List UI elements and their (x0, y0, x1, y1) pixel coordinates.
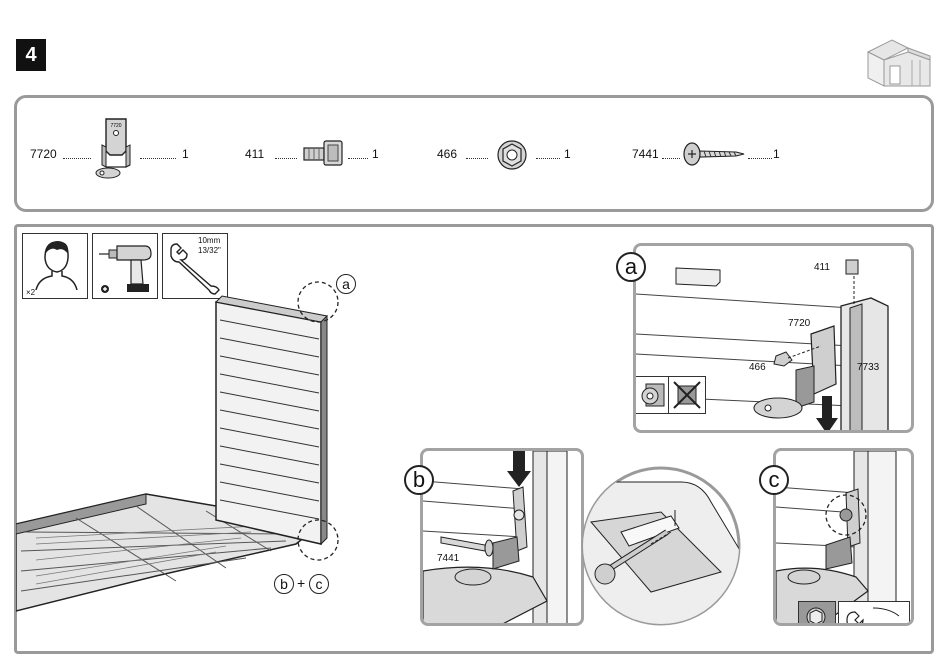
bracket-icon: 7720 (92, 115, 140, 183)
flange-nut-icon (495, 139, 529, 171)
square-nut-bolt-icon (300, 138, 346, 168)
detail-a-panel: 411 7720 466 7733 (633, 243, 914, 433)
part-number-466: 466 (437, 147, 457, 161)
part-number-411: 411 (245, 147, 264, 161)
callout-a: a (616, 252, 646, 282)
parts-list-panel (14, 95, 934, 212)
detail-b-illustration (423, 451, 584, 626)
nut-incorrect-icon (672, 380, 702, 410)
screw-icon (682, 140, 746, 168)
nut-correct-inset (634, 376, 672, 414)
detail-c-illustration (776, 451, 914, 626)
callout-c: c (759, 465, 789, 495)
wrench-icon (843, 606, 907, 626)
label-part-7441: 7441 (437, 553, 459, 564)
nut-incorrect-inset (668, 376, 706, 414)
callout-b: b (404, 465, 434, 495)
callout-a-small: a (336, 274, 356, 294)
floor-and-wall-illustration (16, 276, 346, 651)
label-part-7733: 7733 (857, 362, 879, 373)
step-number-badge: 4 (16, 39, 46, 71)
nut-correct-icon (638, 380, 668, 410)
part-leader-dots (466, 158, 488, 159)
part-qty-7720: 1 (182, 147, 189, 161)
part-number-7720: 7720 (30, 147, 57, 161)
part-leader-dots (662, 158, 680, 159)
part-leader-dots (748, 158, 772, 159)
part-leader-dots (63, 158, 91, 159)
part-leader-dots (348, 158, 368, 159)
part-qty-7441: 1 (773, 147, 780, 161)
label-part-466: 466 (749, 362, 766, 373)
callout-b-small: b (274, 574, 294, 594)
wrench-tighten-inset (838, 601, 910, 626)
part-number-7441: 7441 (632, 147, 659, 161)
nut-tighten-inset (798, 601, 836, 626)
detail-b-panel: 7441 (420, 448, 584, 626)
part-leader-dots (275, 158, 297, 159)
part-leader-dots (536, 158, 560, 159)
label-part-411: 411 (814, 262, 830, 273)
part-leader-dots (140, 158, 176, 159)
part-qty-466: 1 (564, 147, 571, 161)
plus-sign: + (297, 575, 305, 591)
nut-tighten-icon (802, 605, 832, 626)
callout-c-small: c (309, 574, 329, 594)
part-qty-411: 1 (372, 147, 379, 161)
detail-c-panel (773, 448, 914, 626)
svg-text:7720: 7720 (110, 123, 121, 129)
shed-thumbnail-icon (862, 38, 934, 90)
label-part-7720: 7720 (788, 318, 810, 329)
zoom-detail-illustration (581, 462, 741, 630)
